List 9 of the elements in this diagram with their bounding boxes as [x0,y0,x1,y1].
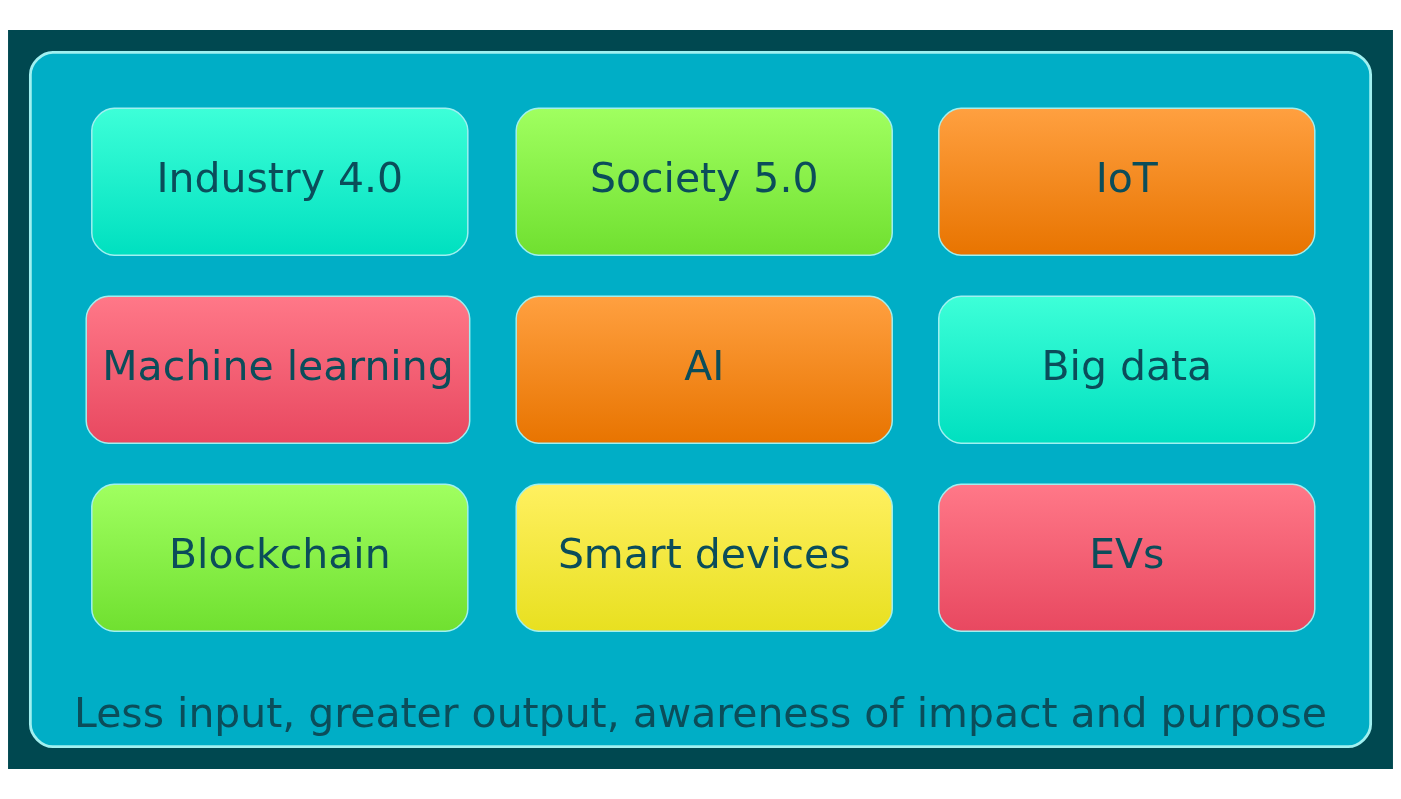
node-box: Big data [938,295,1316,444]
node-box: EVs [938,483,1316,632]
node-box: Industry 4.0 [91,107,469,256]
node-box: Smart devices [515,483,893,632]
node-box: Society 5.0 [515,107,893,256]
node-box: AI [515,295,893,444]
node-box: Blockchain [91,483,469,632]
node-box: Machine learning [85,295,471,444]
node-box: IoT [938,107,1316,256]
